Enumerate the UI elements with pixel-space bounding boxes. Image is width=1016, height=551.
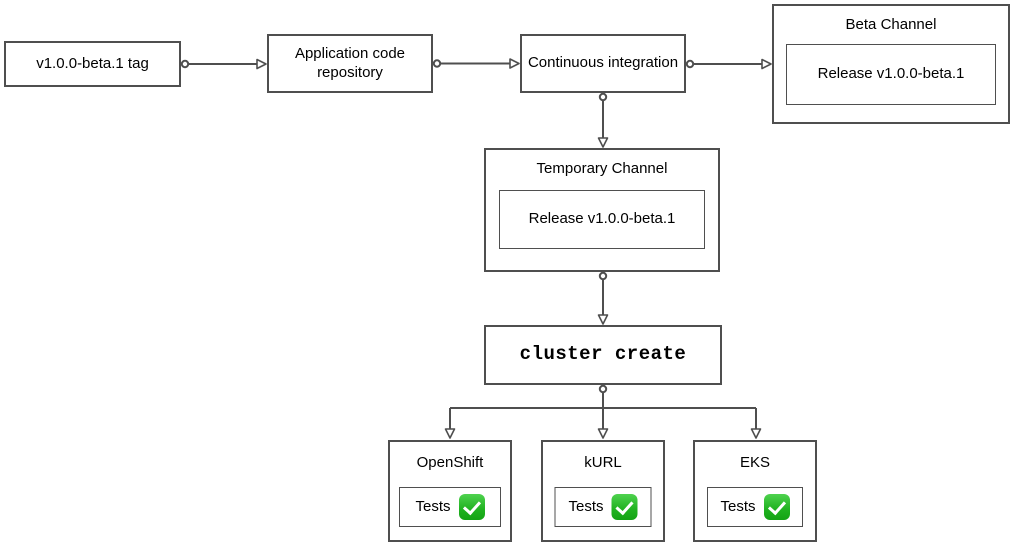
release-box: Release v1.0.0-beta.1 [499,190,705,249]
tests-box: Tests [707,487,803,527]
connector-tag-to-repo [180,58,267,70]
node-platform-openshift: OpenShift Tests [388,440,512,542]
tests-box: Tests [399,487,501,527]
check-mark-icon [763,494,790,520]
group-title: OpenShift [416,454,484,471]
group-title: kURL [584,454,622,471]
connector-temporary-channel-to-cluster-create [597,271,609,325]
group-title: Beta Channel [845,16,937,33]
connector-repo-to-ci [432,58,520,69]
node-cluster-create: cluster create [484,325,722,385]
connector-ci-to-temporary-channel [597,92,609,148]
tests-box: Tests [554,487,652,527]
tests-label: Tests [568,497,604,515]
tests-label: Tests [415,497,451,515]
connector-cluster-create-to-platforms [444,384,762,439]
node-label: v1.0.0-beta.1 tag [36,54,149,72]
check-mark-icon [458,494,485,520]
node-continuous-integration: Continuous integration [520,34,686,93]
node-label: cluster create [519,343,687,366]
node-label: Application code repository [294,44,406,81]
connector-ci-to-beta-channel [685,58,772,70]
group-title: EKS [739,454,770,471]
node-beta-channel: Beta Channel Release v1.0.0-beta.1 [772,4,1010,124]
check-mark-icon [611,494,638,520]
node-application-code-repository: Application code repository [267,34,433,93]
tests-label: Tests [720,497,756,515]
release-label: Release v1.0.0-beta.1 [817,65,965,83]
node-label: Continuous integration [527,54,679,72]
node-platform-kurl: kURL Tests [541,440,665,542]
node-version-tag: v1.0.0-beta.1 tag [4,41,181,87]
release-box: Release v1.0.0-beta.1 [786,44,996,105]
node-platform-eks: EKS Tests [693,440,817,542]
node-temporary-channel: Temporary Channel Release v1.0.0-beta.1 [484,148,720,272]
release-label: Release v1.0.0-beta.1 [528,210,676,228]
group-title: Temporary Channel [536,160,668,177]
